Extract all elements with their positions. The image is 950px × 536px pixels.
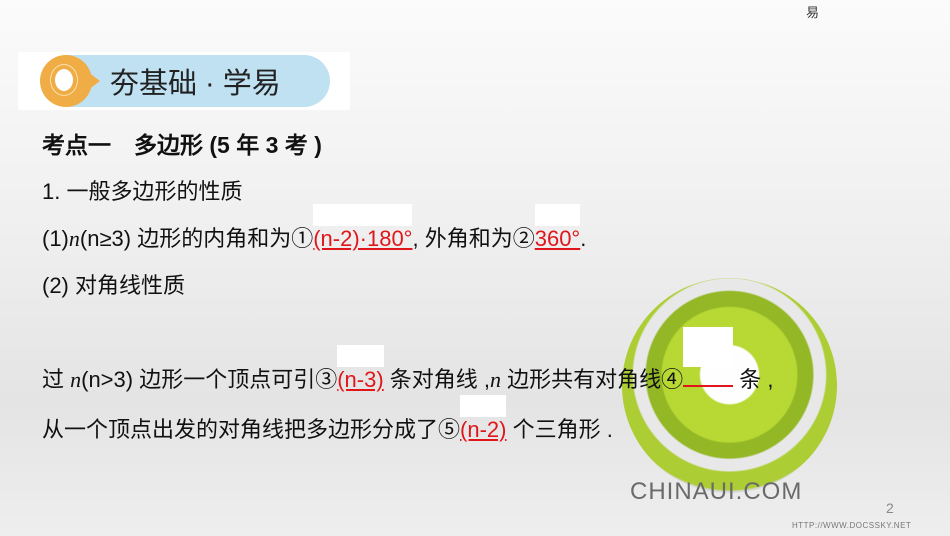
item1-mid: , 外角和为②: [412, 226, 535, 251]
answer-5: (n-2): [460, 417, 507, 442]
answer-2: 360°: [534, 226, 581, 251]
logo-text: CHINAUI.COM: [630, 478, 803, 505]
answer-1-slot: (n-2)·180°: [313, 204, 413, 252]
item1-end: .: [580, 226, 587, 251]
cover-box: [337, 345, 384, 367]
line3-text: (n>3) 边形一个顶点可引③: [81, 367, 338, 392]
item1-prefix: (1): [42, 226, 69, 251]
watermark-text: 易: [806, 5, 820, 20]
section-title: 1. 一般多边形的性质: [42, 179, 243, 204]
answer-3-slot: (n-3): [337, 345, 384, 393]
cover-box: [534, 204, 581, 226]
var-n: n: [68, 226, 80, 251]
cover-box: [683, 327, 734, 367]
answer-4-blank: [683, 327, 734, 387]
cover-box: [313, 204, 413, 226]
item1: (1)n(n≥3) 边形的内角和为①(n-2)·180°, 外角和为②360°.: [42, 204, 587, 253]
heading: 考点一 多边形 (5 年 3 考 ): [42, 132, 322, 158]
answer-5-slot: (n-2): [460, 395, 507, 443]
line3-end: 条 ,: [733, 367, 774, 392]
line3-mid: 条对角线 ,: [383, 367, 491, 392]
page-number: 2: [886, 500, 894, 516]
var-n: n: [490, 367, 502, 392]
cover-box: [460, 395, 507, 417]
line3-pre: 过: [42, 367, 71, 392]
arrow-icon: [80, 66, 100, 96]
line3-mid2: 边形共有对角线④: [501, 367, 684, 392]
line4-text: 从一个顶点出发的对角线把多边形分成了⑤: [42, 417, 461, 442]
line4: 从一个顶点出发的对角线把多边形分成了⑤(n-2) 个三角形 .: [42, 395, 613, 444]
line4-end: 个三角形 .: [506, 417, 613, 442]
item2: (2) 对角线性质: [42, 273, 186, 298]
item1-text: (n≥3) 边形的内角和为①: [79, 226, 314, 251]
line3: 过 n(n>3) 边形一个顶点可引③(n-3) 条对角线 ,n 边形共有对角线④…: [42, 327, 774, 394]
answer-1: (n-2)·180°: [313, 226, 413, 251]
answer-2-slot: 360°: [534, 204, 581, 252]
answer-3: (n-3): [337, 367, 384, 392]
var-n: n: [70, 367, 82, 392]
footer-url: HTTP://WWW.DOCSSKY.NET: [792, 521, 912, 530]
banner-title: 夯基础 · 学易: [110, 68, 281, 100]
